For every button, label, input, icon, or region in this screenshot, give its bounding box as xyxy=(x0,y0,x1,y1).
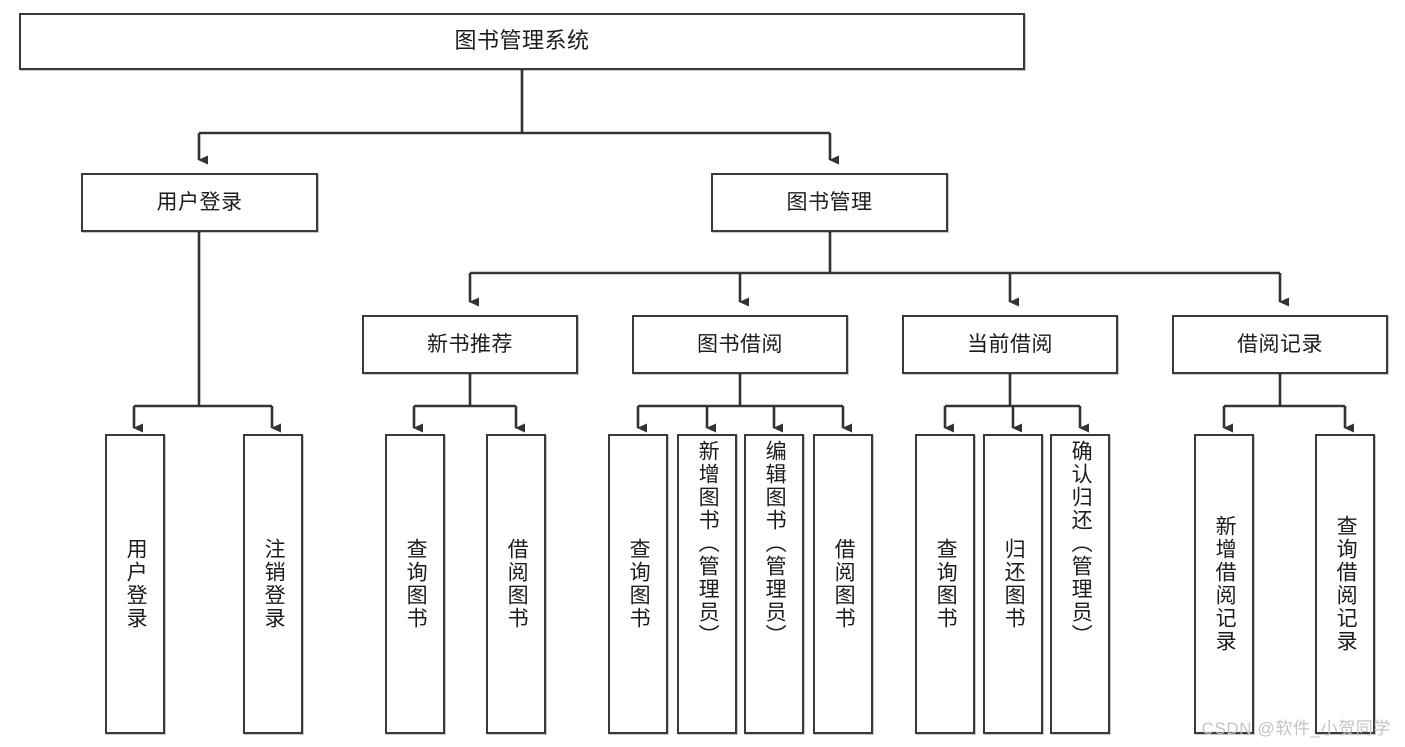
node-label: 用户登录 xyxy=(156,190,243,214)
leaf-logout[interactable]: 注销登录 xyxy=(243,434,303,734)
leaf-query-borrow-record[interactable]: 查询借阅记录 xyxy=(1315,434,1375,734)
leaf-query-book-current[interactable]: 查询图书 xyxy=(915,434,975,734)
node-label: 图书管理 xyxy=(786,190,873,214)
leaf-add-book-admin[interactable]: 新增图书（管理员） xyxy=(677,434,737,734)
node-label: 新增图书（管理员） xyxy=(696,440,720,647)
node-book-borrowing[interactable]: 图书借阅 xyxy=(632,315,848,374)
node-label: 查询图书 xyxy=(627,538,651,630)
leaf-borrow-book-borrowing[interactable]: 借阅图书 xyxy=(813,434,873,734)
node-new-book-recommendation[interactable]: 新书推荐 xyxy=(362,315,578,374)
leaf-borrow-book-new-recommendation[interactable]: 借阅图书 xyxy=(486,434,546,734)
node-label: 新书推荐 xyxy=(427,332,513,356)
node-label: 借阅图书 xyxy=(832,538,856,630)
node-label: 确认归还（管理员） xyxy=(1069,440,1093,647)
node-root-book-management-system[interactable]: 图书管理系统 xyxy=(19,13,1025,70)
node-label: 注销登录 xyxy=(262,538,286,630)
leaf-add-borrow-record[interactable]: 新增借阅记录 xyxy=(1194,434,1254,734)
leaf-confirm-return-admin[interactable]: 确认归还（管理员） xyxy=(1050,434,1110,734)
node-label: 新增借阅记录 xyxy=(1213,515,1237,653)
node-label: 查询图书 xyxy=(934,538,958,630)
csdn-watermark: CSDN @软件_小贺同学 xyxy=(1201,719,1391,738)
node-label: 当前借阅 xyxy=(967,332,1053,356)
node-label: 图书借阅 xyxy=(697,332,783,356)
node-book-management[interactable]: 图书管理 xyxy=(711,173,948,232)
node-label: 编辑图书（管理员） xyxy=(763,440,787,647)
node-borrow-records[interactable]: 借阅记录 xyxy=(1172,315,1388,374)
node-label: 查询图书 xyxy=(404,538,428,630)
leaf-query-book-borrowing[interactable]: 查询图书 xyxy=(608,434,668,734)
node-label: 查询借阅记录 xyxy=(1334,515,1358,653)
leaf-query-book-new-recommendation[interactable]: 查询图书 xyxy=(385,434,445,734)
node-label: 用户登录 xyxy=(124,538,148,630)
node-label: 归还图书 xyxy=(1002,538,1026,630)
leaf-user-login[interactable]: 用户登录 xyxy=(105,434,165,734)
node-label: 借阅图书 xyxy=(505,538,529,630)
node-user-login[interactable]: 用户登录 xyxy=(81,173,318,232)
node-label: 图书管理系统 xyxy=(454,28,590,54)
leaf-return-book[interactable]: 归还图书 xyxy=(983,434,1043,734)
node-current-borrowing[interactable]: 当前借阅 xyxy=(902,315,1118,374)
leaf-edit-book-admin[interactable]: 编辑图书（管理员） xyxy=(744,434,804,734)
node-label: 借阅记录 xyxy=(1237,332,1323,356)
